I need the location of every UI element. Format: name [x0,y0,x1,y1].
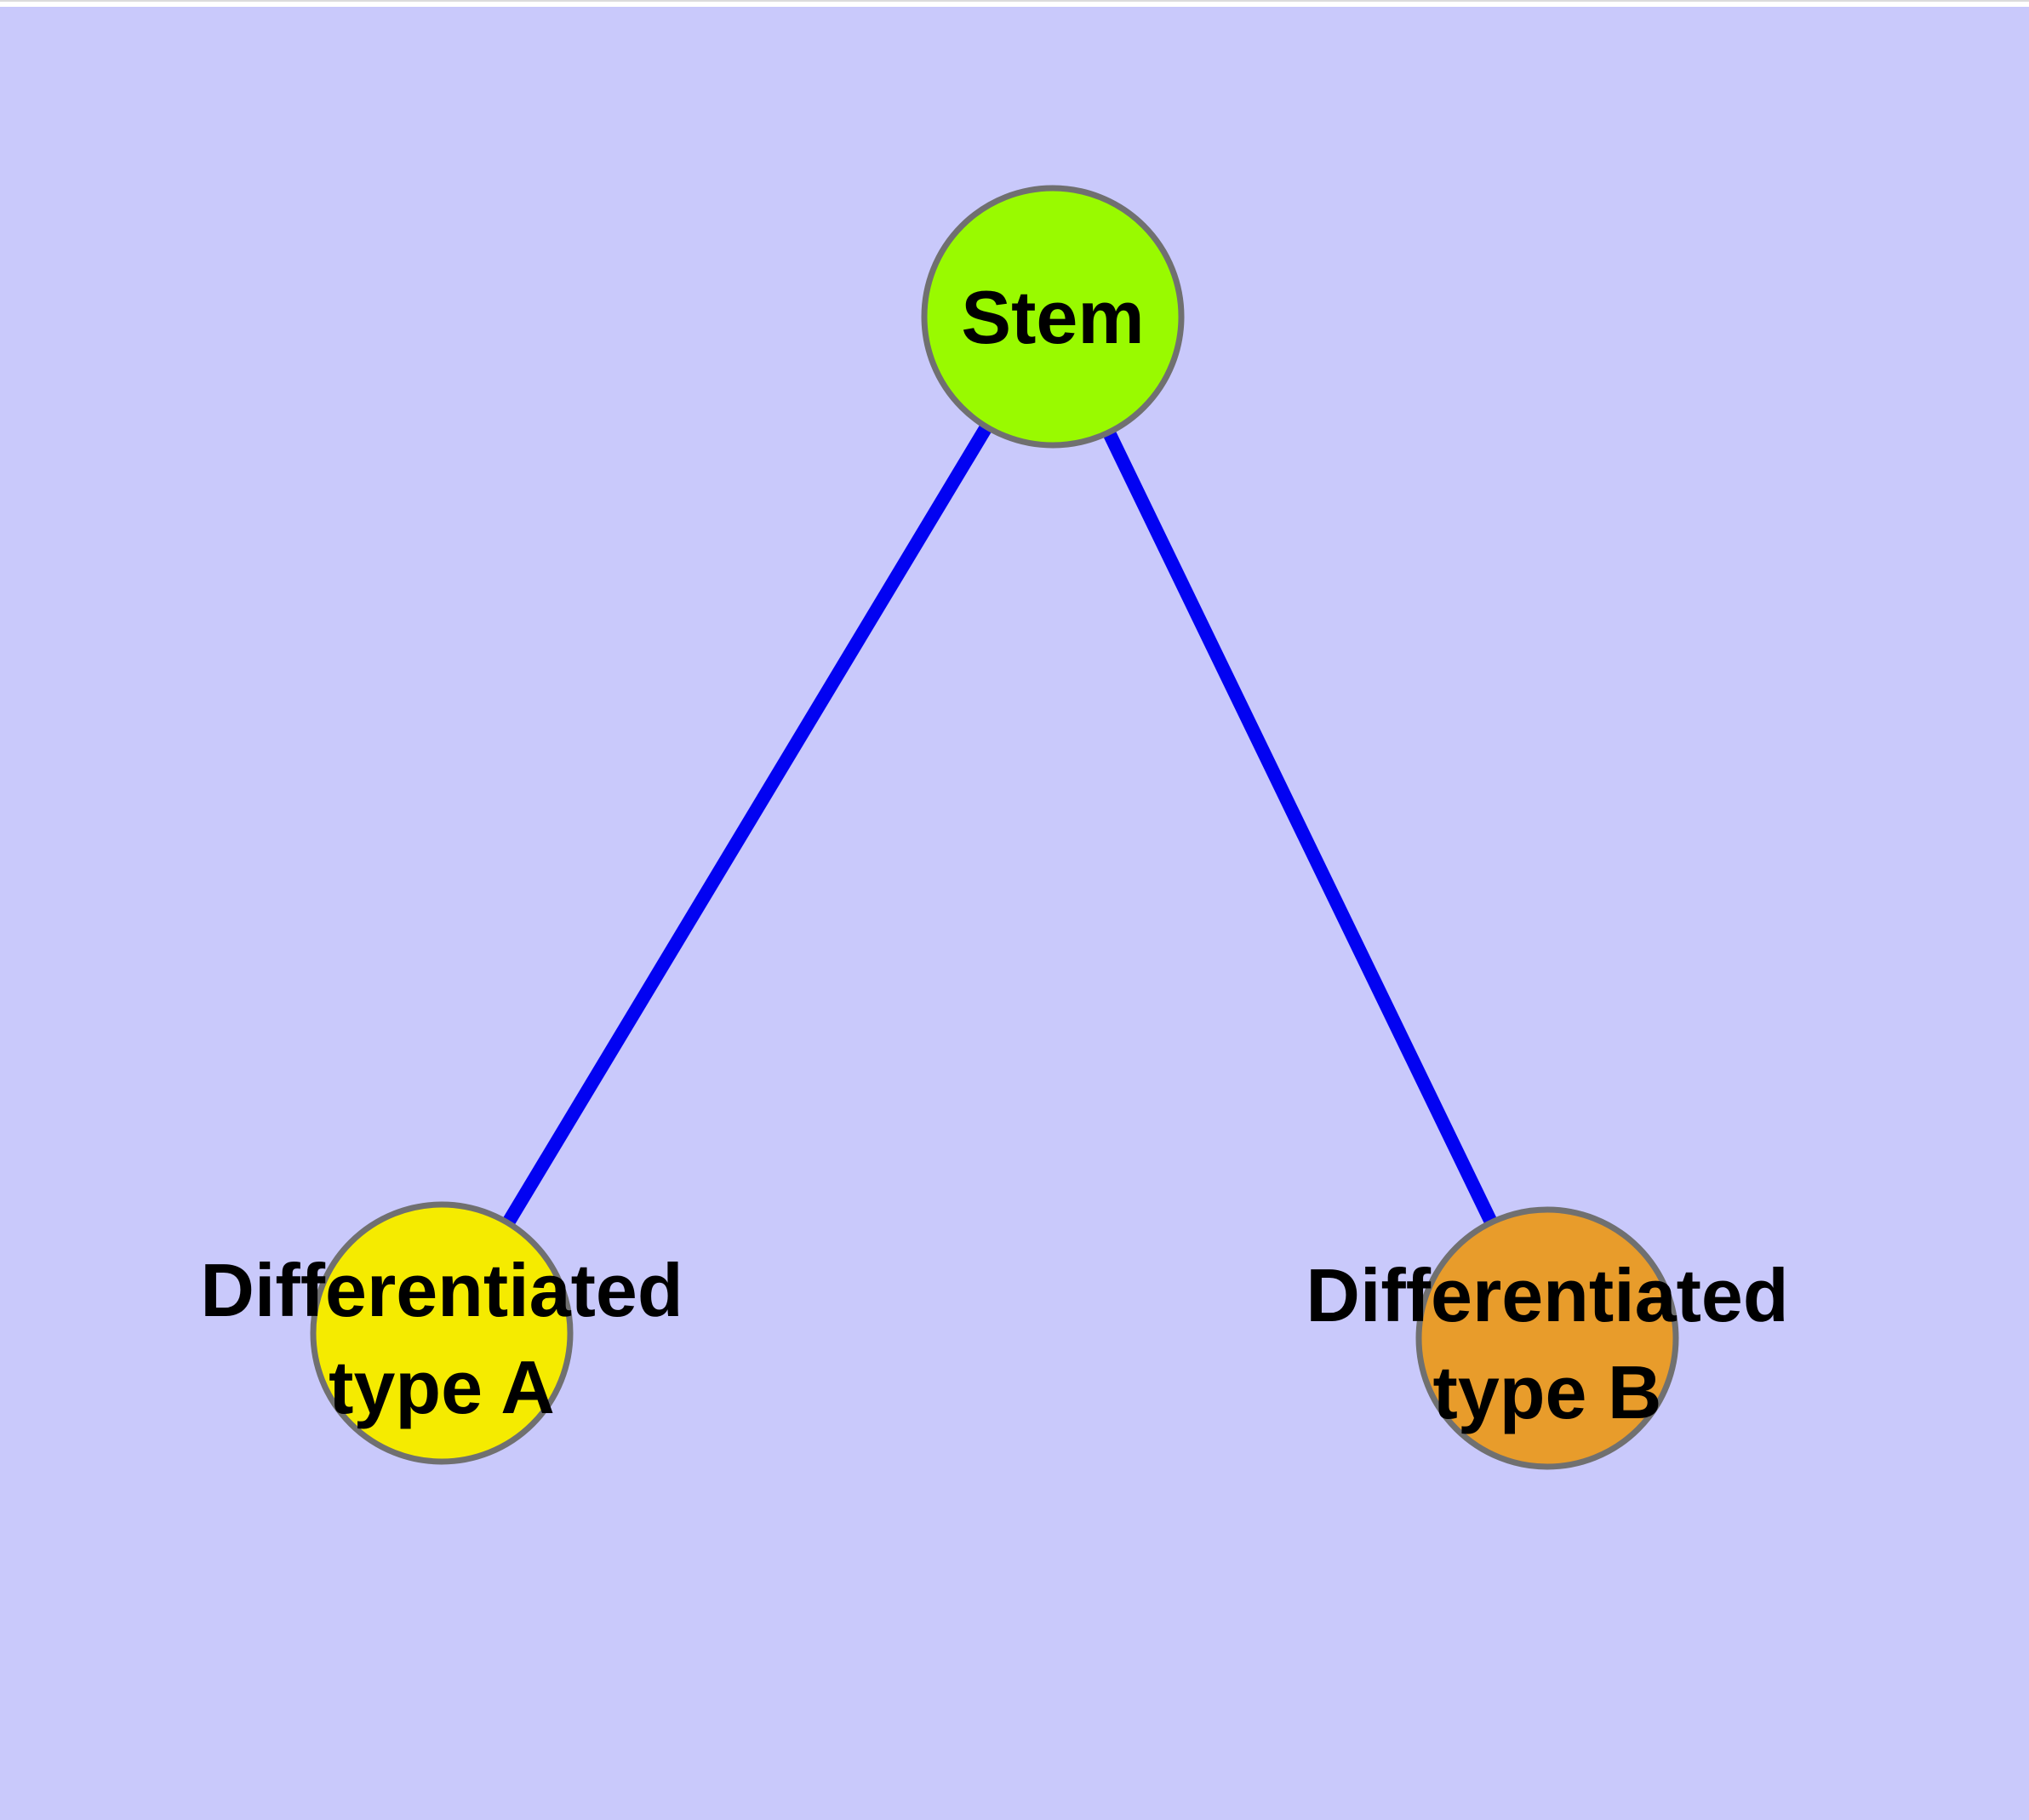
top-hairline [0,0,2029,2]
differentiated-type-a-label-line1: Differentiated [200,1248,683,1332]
differentiated-type-a-label-line2: type A [329,1345,555,1429]
differentiated-type-b-label-line1: Differentiated [1306,1253,1788,1337]
differentiated-type-b-node [1415,1206,1679,1470]
differentiated-type-a-node [310,1201,574,1465]
edge-stem-to-type-a [436,312,1059,1337]
edge-stem-to-type-b [1046,313,1554,1342]
stem-node-label: Stem [961,275,1144,359]
stem-node [921,185,1185,449]
differentiated-type-b-label-line2: type B [1433,1350,1662,1434]
top-margin [0,2,2029,7]
